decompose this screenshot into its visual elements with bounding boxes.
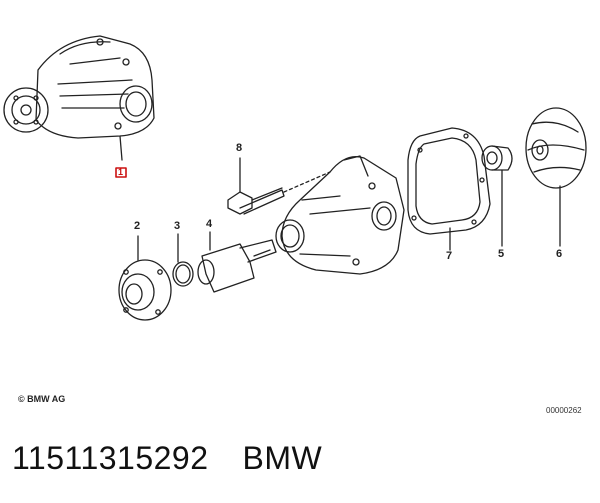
copyright-text: © BMW AG — [18, 394, 66, 404]
callout-3: 3 — [174, 220, 181, 232]
callout-8: 8 — [236, 142, 243, 154]
callout-4: 4 — [206, 218, 213, 230]
bolt — [227, 157, 331, 215]
callout-6: 6 — [556, 248, 563, 260]
hub-flange — [118, 235, 172, 321]
exploded-parts-diagram — [3, 35, 587, 321]
callout-7: 7 — [446, 250, 453, 262]
gasket — [407, 127, 491, 251]
part-caption: 11511315292 BMW — [12, 440, 356, 477]
part-number: 11511315292 — [12, 440, 209, 476]
seal — [481, 145, 513, 247]
pump-housing — [275, 155, 405, 275]
assembled-water-pump — [3, 35, 155, 161]
callout-5: 5 — [498, 248, 505, 260]
impeller — [525, 107, 587, 247]
highlight-box — [115, 167, 127, 178]
diagram-code: 00000262 — [546, 406, 582, 415]
callout-1: 1 — [118, 167, 124, 177]
shaft-bearing — [197, 231, 277, 293]
brand-name: BMW — [242, 440, 323, 476]
callout-2: 2 — [134, 220, 141, 232]
snap-ring — [172, 233, 194, 287]
